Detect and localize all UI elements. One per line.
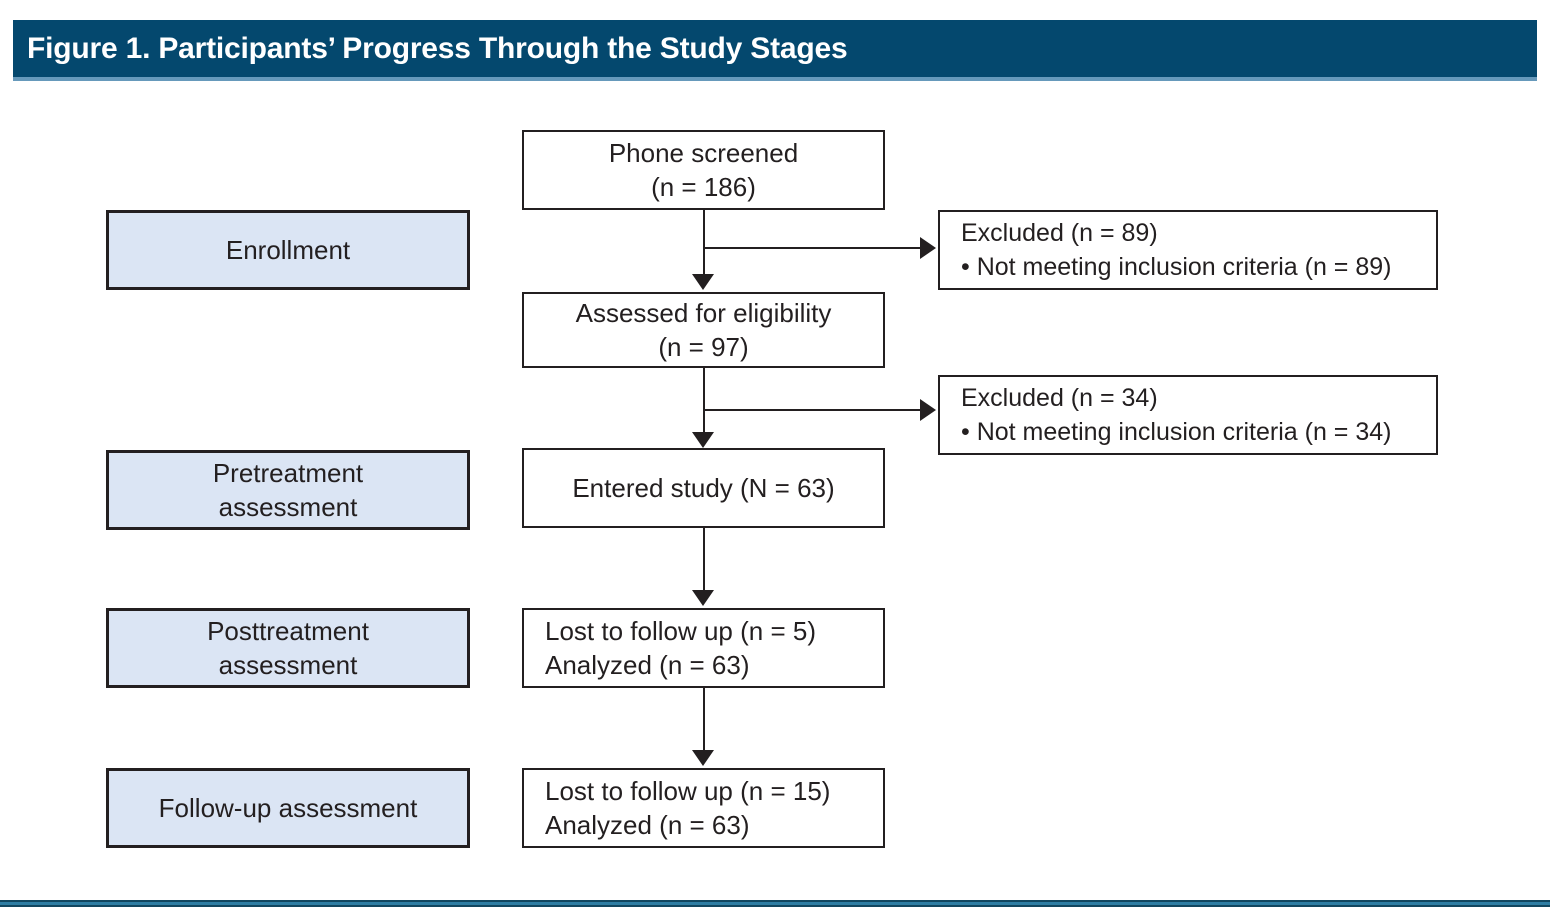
stage-box-followup: Follow-up assessment bbox=[106, 768, 470, 848]
flow-text-phone-screened: Phone screened (n = 186) bbox=[608, 138, 799, 202]
flow-text-posttreatment-outcome: Lost to follow up (n = 5) Analyzed (n = … bbox=[545, 616, 816, 680]
arrowhead-phone-to-assessed bbox=[692, 274, 714, 290]
stage-label-followup: Follow-up assessment bbox=[158, 793, 418, 823]
flow-box-entered-study: Entered study (N = 63) bbox=[522, 448, 885, 528]
stage-box-pretreatment: Pretreatment assessment bbox=[106, 450, 470, 530]
bottom-rule bbox=[0, 900, 1550, 907]
flow-text-entered-study: Entered study (N = 63) bbox=[572, 473, 835, 503]
line-branch-excluded-89 bbox=[704, 247, 920, 249]
flow-box-posttreatment-outcome: Lost to follow up (n = 5) Analyzed (n = … bbox=[522, 608, 885, 688]
stage-box-posttreatment: Posttreatment assessment bbox=[106, 608, 470, 688]
line-phone-to-assessed bbox=[703, 210, 705, 276]
line-branch-excluded-34 bbox=[704, 409, 920, 411]
arrowhead-posttreatment-to-followup bbox=[692, 750, 714, 766]
stage-label-pretreatment: Pretreatment assessment bbox=[212, 458, 364, 522]
figure-title-bar: Figure 1. Participants’ Progress Through… bbox=[13, 20, 1537, 81]
stage-box-enrollment: Enrollment bbox=[106, 210, 470, 290]
line-entered-to-posttreatment bbox=[703, 528, 705, 592]
line-assessed-to-entered bbox=[703, 368, 705, 434]
arrowhead-assessed-to-entered bbox=[692, 432, 714, 448]
excluded-box-after-phone-screen: Excluded (n = 89) • Not meeting inclusio… bbox=[938, 210, 1438, 290]
stage-label-enrollment: Enrollment bbox=[225, 235, 351, 265]
arrowhead-branch-excluded-89 bbox=[920, 237, 936, 259]
stage-label-posttreatment: Posttreatment assessment bbox=[207, 616, 369, 680]
line-posttreatment-to-followup bbox=[703, 688, 705, 752]
excluded-text-after-phone-screen: Excluded (n = 89) • Not meeting inclusio… bbox=[961, 219, 1392, 281]
arrowhead-branch-excluded-34 bbox=[920, 399, 936, 421]
excluded-box-after-eligibility: Excluded (n = 34) • Not meeting inclusio… bbox=[938, 375, 1438, 455]
flow-text-assessed-eligibility: Assessed for eligibility (n = 97) bbox=[575, 298, 832, 362]
flow-text-followup-outcome: Lost to follow up (n = 15) Analyzed (n =… bbox=[545, 776, 831, 840]
excluded-text-after-eligibility: Excluded (n = 34) • Not meeting inclusio… bbox=[961, 384, 1392, 446]
arrowhead-entered-to-posttreatment bbox=[692, 590, 714, 606]
figure-title: Figure 1. Participants’ Progress Through… bbox=[27, 31, 848, 65]
flow-box-phone-screened: Phone screened (n = 186) bbox=[522, 130, 885, 210]
flow-box-assessed-eligibility: Assessed for eligibility (n = 97) bbox=[522, 292, 885, 368]
flow-box-followup-outcome: Lost to follow up (n = 15) Analyzed (n =… bbox=[522, 768, 885, 848]
